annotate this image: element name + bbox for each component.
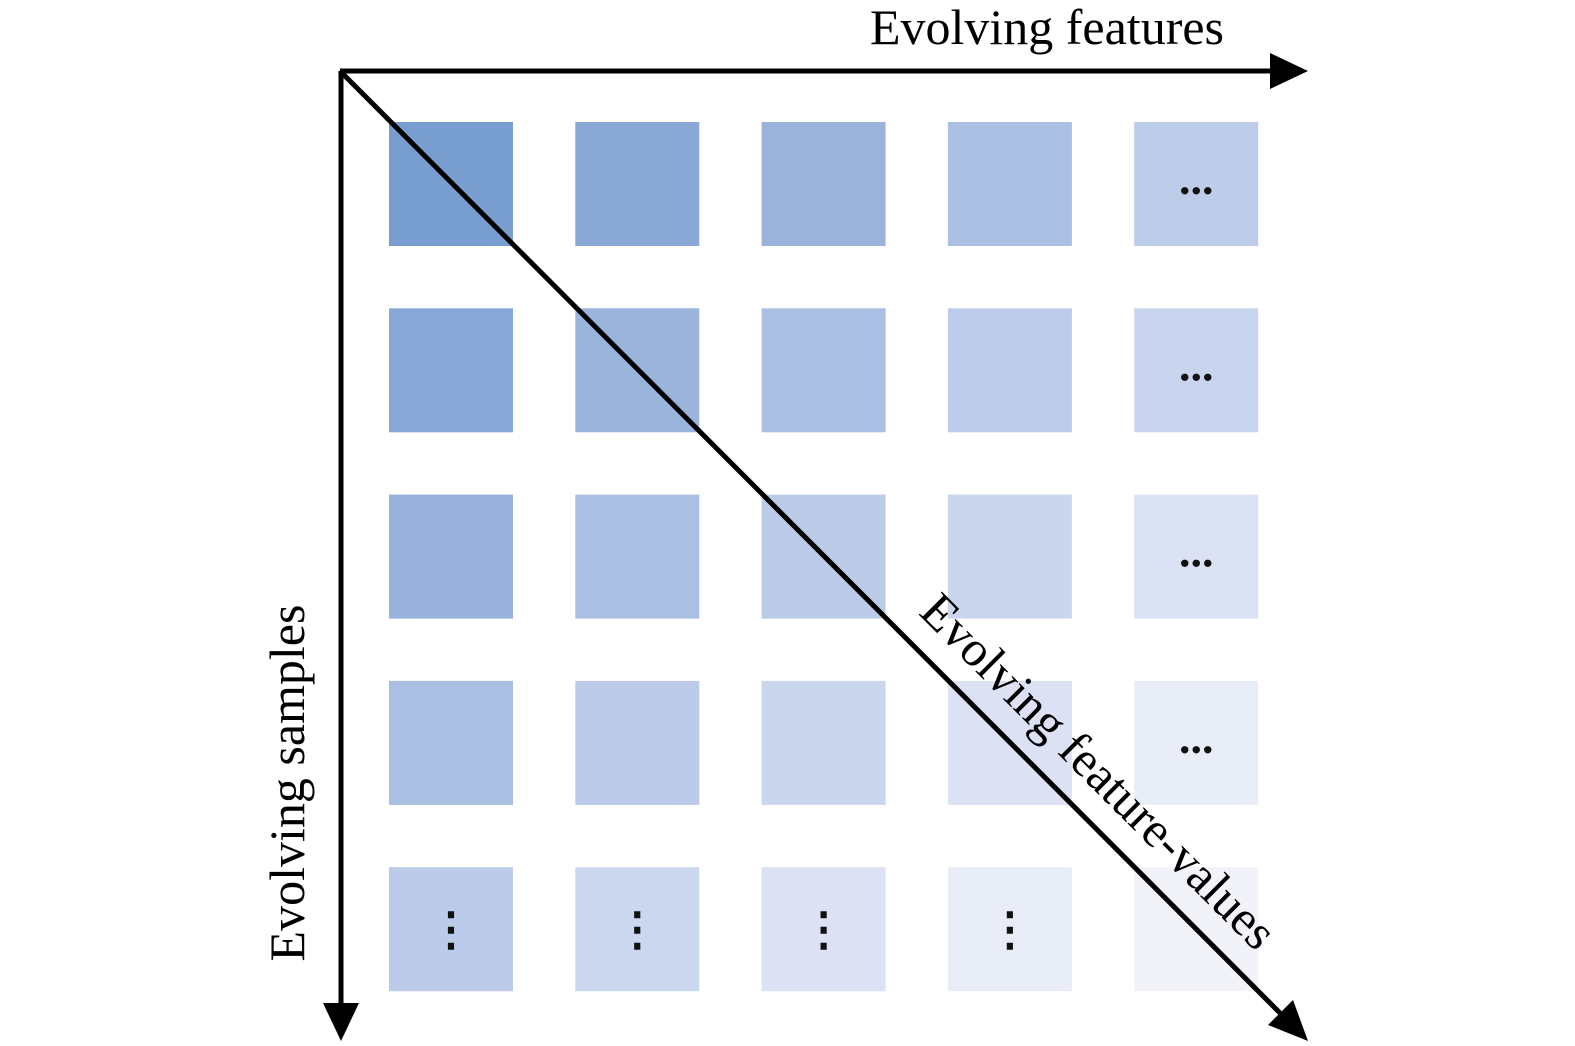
column-continuation-marker: ⋮ (428, 904, 474, 955)
features-axis-arrowhead (1270, 53, 1308, 89)
grid-cell-r2-c3 (761, 308, 886, 433)
grid-cell-r1-c4 (947, 122, 1072, 246)
grid-cell-r4-c2 (575, 680, 700, 805)
samples-axis (323, 71, 359, 1041)
column-continuation-marker: ⋮ (987, 904, 1033, 955)
column-continuation-marker: ⋮ (801, 904, 847, 955)
grid-cell-r5-c4 (947, 867, 1072, 992)
grid-cell-r3-c4 (947, 494, 1072, 619)
grid-cell-r4-c1 (389, 680, 513, 805)
row-continuation-marker: ... (1179, 712, 1214, 763)
grid-cell-r2-c1 (389, 308, 513, 433)
cell-grid: ............ ⋮ ⋮ ⋮ ⋮ (389, 122, 1259, 992)
grid-cell-r1-c5 (1134, 122, 1259, 246)
grid-cell-r5-c1 (389, 867, 513, 992)
samples-axis-arrowhead (323, 1003, 359, 1041)
grid-cell-r3-c1 (389, 494, 513, 619)
grid-cell-r5-c2 (575, 867, 700, 992)
features-axis (340, 53, 1308, 89)
row-continuation-marker: ... (1179, 526, 1214, 577)
row-continuation-marker: ... (1179, 153, 1214, 204)
samples-axis-label: Evolving samples (259, 605, 315, 962)
grid-cell-r4-c5 (1134, 680, 1259, 805)
column-continuation-marker: ⋮ (614, 904, 660, 955)
grid-cell-r2-c5 (1134, 308, 1259, 433)
features-axis-label: Evolving features (870, 0, 1224, 55)
grid-cell-r4-c3 (761, 680, 886, 805)
feature-values-axis-arrowhead (1268, 1000, 1308, 1041)
feature-values-axis-line (338, 69, 1285, 1018)
grid-cell-r5-c3 (761, 867, 886, 992)
grid-cell-r3-c5 (1134, 494, 1259, 619)
grid-cell-r1-c2 (575, 122, 700, 246)
feature-values-axis (338, 69, 1308, 1041)
grid-cell-r2-c4 (947, 308, 1072, 433)
grid-cell-r1-c3 (761, 122, 886, 246)
row-continuation-marker: ... (1179, 339, 1214, 390)
grid-cell-r3-c2 (575, 494, 700, 619)
